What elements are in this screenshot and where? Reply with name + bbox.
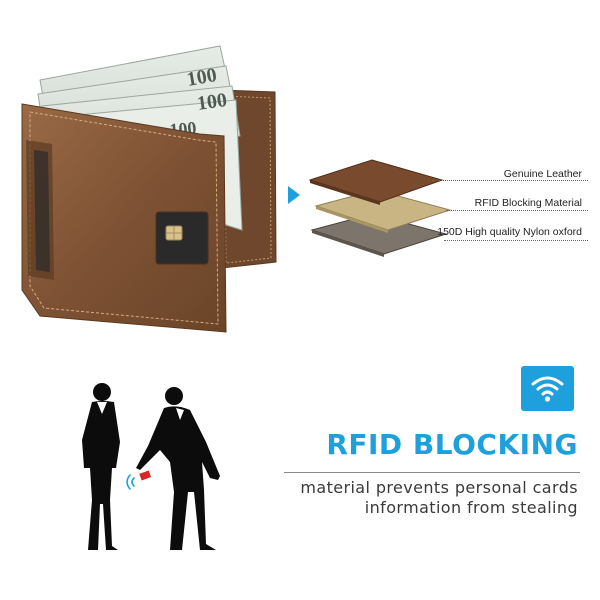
rfid-description: material prevents personal cards informa… [300,478,578,518]
stolen-card [139,470,152,481]
wallet-illustration: 100 100 100 [21,45,277,333]
leather-layer [308,159,444,203]
victim-silhouette [82,383,120,550]
signal-waves-icon [126,474,135,490]
banknote-denomination: 100 [196,89,229,115]
banknote-denomination: 100 [185,64,218,91]
layer-label-leather: Genuine Leather [503,168,582,180]
wallet-front [21,103,227,333]
leader-line [432,180,588,181]
rfid-title: RFID BLOCKING [326,428,578,461]
rfid-description-line1: material prevents personal cards [300,478,578,497]
businessmen-silhouettes [82,383,220,550]
wifi-icon [531,376,564,402]
leader-line [446,210,588,211]
layer-label-rfid-material: RFID Blocking Material [474,197,582,209]
thief-silhouette [136,387,220,550]
wifi-badge [521,366,574,411]
layer-label-nylon: 150D High quality Nylon oxford [437,226,582,238]
rfid-description-line2: information from stealing [364,498,578,517]
material-layers [308,159,452,257]
leader-line [444,240,588,241]
arrow-right-icon [288,186,300,204]
divider [284,472,580,473]
